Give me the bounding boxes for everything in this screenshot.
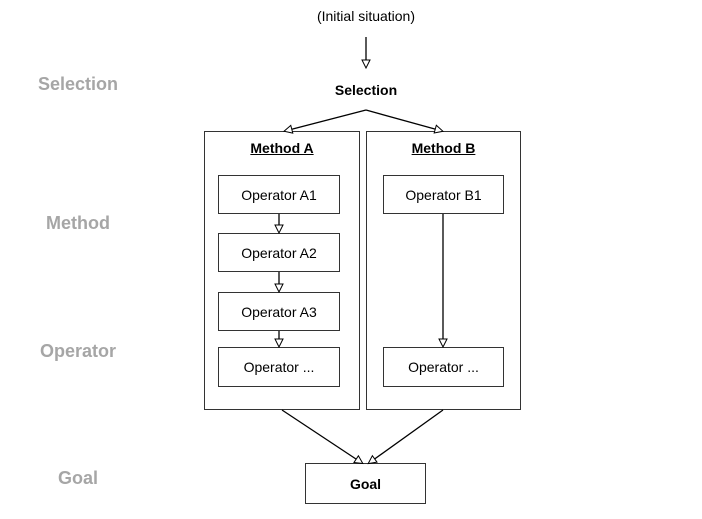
level-label-goal: Goal (57, 468, 98, 488)
operator-b1-label: Operator B1 (405, 186, 482, 203)
initial-situation-text: (Initial situation) (316, 8, 416, 24)
operator-a2-label: Operator A2 (241, 244, 317, 261)
method-a-title: Method A (250, 140, 314, 156)
operator-a2-box: Operator A2 (218, 233, 340, 272)
operator-a1-box: Operator A1 (218, 175, 340, 214)
operator-a-more-box: Operator ... (218, 347, 340, 387)
arrow-selection-to-method-b (365, 109, 442, 131)
operator-a3-box: Operator A3 (218, 292, 340, 331)
method-b-title: Method B (411, 140, 476, 156)
level-label-selection: Selection (37, 74, 119, 94)
operator-b1-box: Operator B1 (383, 175, 504, 214)
operator-b-more-label: Operator ... (408, 359, 479, 375)
selection-node: Selection (334, 82, 398, 98)
level-label-operator: Operator (39, 341, 117, 361)
operator-a1-label: Operator A1 (241, 186, 317, 203)
arrow-method-a-to-goal (281, 409, 362, 463)
arrow-method-b-to-goal (369, 409, 444, 463)
goal-box: Goal (305, 463, 426, 504)
level-label-method: Method (46, 213, 110, 233)
operator-a-more-label: Operator ... (243, 359, 315, 375)
operator-b-more-box: Operator ... (383, 347, 504, 387)
operator-a3-label: Operator A3 (241, 303, 317, 320)
arrow-selection-to-method-a (285, 109, 367, 131)
goal-label: Goal (349, 475, 382, 492)
